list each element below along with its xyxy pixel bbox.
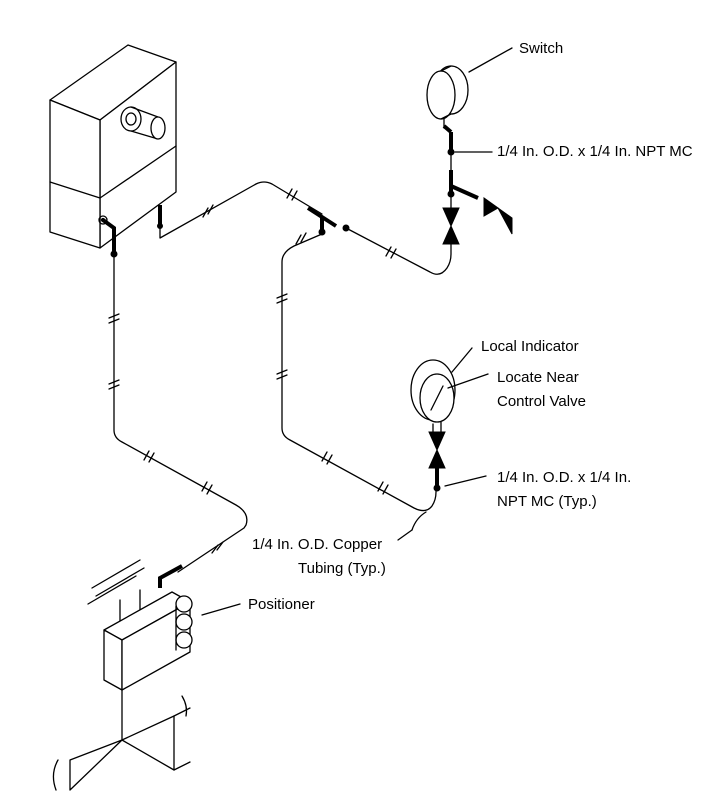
local-indicator-pointer [451,347,473,373]
label-local-indicator: Local Indicator [481,338,579,355]
switch-isolation-valve [442,207,460,245]
label-locate-near-line2: Control Valve [497,393,586,410]
locate-near-pointer [447,373,489,389]
label-indicator-fitting-line2: NPT MC (Typ.) [497,493,597,510]
positioner-fitting [158,564,183,588]
tubing-break-marks-c [385,246,397,259]
local-indicator-gauge [410,359,456,433]
label-positioner: Positioner [248,596,315,613]
tee-fitting [306,206,350,236]
tubing-tee-to-switch [345,227,452,275]
label-indicator-fitting-line1: 1/4 In. O.D. x 1/4 In. [497,469,632,486]
controller-supply-fitting [157,205,163,229]
controller-outlet-port [98,215,118,258]
switch-fitting [442,124,479,209]
indicator-fitting-pointer [444,475,487,487]
local-indicator-valve [428,431,446,492]
control-valve-body [52,689,191,791]
tubing-break-marks-d [276,232,389,495]
tubing-break-marks-b [202,188,298,218]
tubing-break-marks-a [108,313,224,554]
controller-box [49,44,177,249]
positioner-pointer [201,603,241,616]
switch-device [426,65,469,129]
tubing-controller-to-tee [159,181,323,239]
label-switch-fitting: 1/4 In. O.D. x 1/4 In. NPT MC [497,143,693,160]
tubing-controller-to-positioner [113,255,248,573]
switch-pointer [468,47,513,73]
label-tubing-line1: 1/4 In. O.D. Copper [252,536,383,553]
label-switch: Switch [519,40,564,57]
switch-vent-valve [483,197,513,235]
tubing-tee-to-indicator [281,233,437,512]
positioner-body [103,591,193,691]
copper-tubing-pointer [411,511,427,531]
label-tubing-line2: Tubing (Typ.) [298,560,386,577]
label-locate-near-line1: Locate Near [497,369,579,386]
